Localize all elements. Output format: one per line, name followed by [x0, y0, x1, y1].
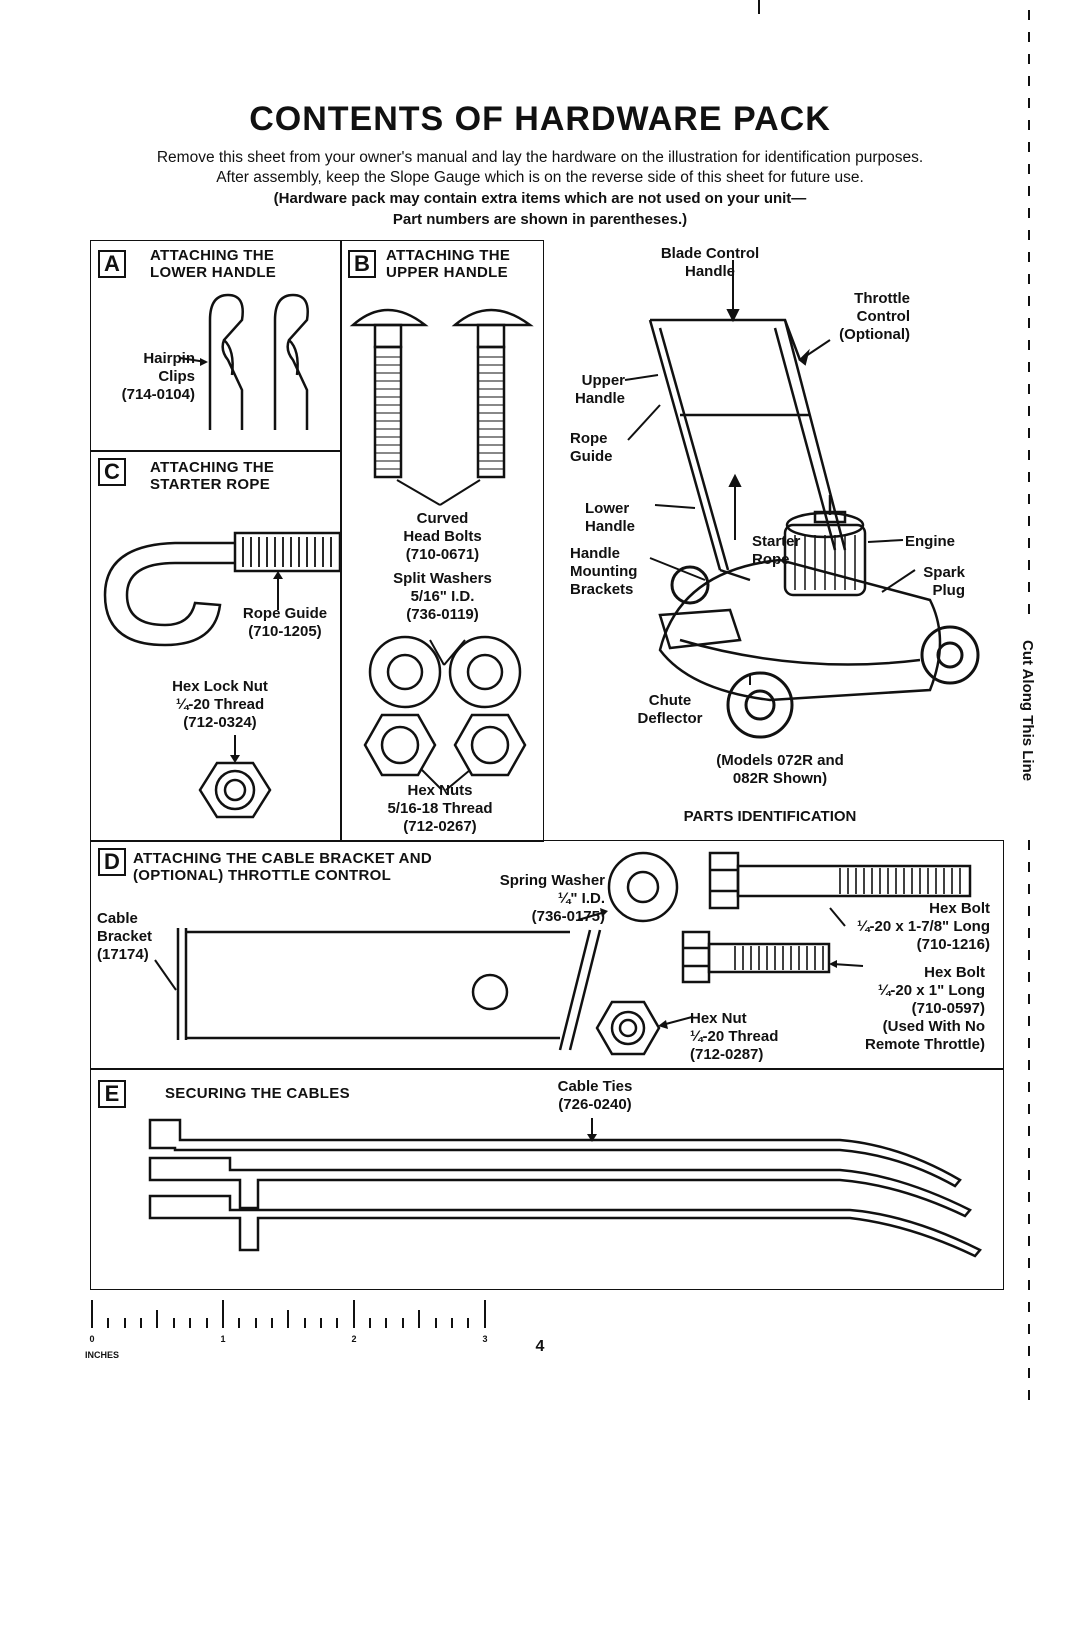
curved-head-bolts-label: Curved Head Bolts (710-0671)	[403, 510, 482, 563]
section-b-title: ATTACHING THE UPPER HANDLE	[386, 247, 511, 281]
page-number: 4	[535, 1338, 545, 1355]
throttle-control-label: Throttle Control (Optional)	[839, 290, 910, 343]
hex-nut-label: Hex Nut ¼-20 Thread (712-0287)	[690, 1010, 779, 1063]
rope-guide-icon	[103, 531, 342, 647]
section-c-title: ATTACHING THE STARTER ROPE	[150, 459, 275, 493]
top-mark	[758, 0, 760, 14]
hex-bolt-short-icon	[681, 930, 864, 984]
section-a-box	[90, 240, 342, 452]
section-d-title: ATTACHING THE CABLE BRACKET AND (OPTIONA…	[133, 850, 433, 884]
spring-washer-label: Spring Washer ¼" I.D. (736-0175)	[499, 872, 605, 925]
lower-handle-label: Lower Handle	[585, 500, 636, 535]
section-e-letter: E	[98, 1080, 126, 1108]
hex-bolt-long-icon	[708, 851, 972, 927]
ruler-tick-1: 1	[220, 1334, 226, 1344]
curved-head-bolts-icon	[349, 308, 534, 506]
intro-line-1: Remove this sheet from your owner's manu…	[156, 149, 924, 166]
models-shown-label: (Models 072R and 082R Shown)	[716, 752, 844, 787]
ruler-tick-3: 3	[482, 1334, 488, 1344]
engine-label: Engine	[905, 533, 956, 550]
cut-line	[1028, 10, 1030, 1400]
section-e-box	[90, 1068, 1004, 1290]
hex-lock-nut-icon	[198, 735, 272, 819]
parts-identification-label: PARTS IDENTIFICATION	[683, 808, 857, 825]
ruler-tick-2: 2	[351, 1334, 357, 1344]
hex-bolt-long-label: Hex Bolt ¼-20 x 1-7/8" Long (710-1216)	[857, 900, 990, 953]
rope-guide-label: Rope Guide (710-1205)	[242, 605, 328, 640]
section-a-title: ATTACHING THE LOWER HANDLE	[150, 247, 277, 281]
section-e-title: SECURING THE CABLES	[165, 1085, 350, 1102]
hex-lock-nut-label: Hex Lock Nut ¼-20 Thread (712-0324)	[172, 678, 268, 731]
lawn-mower-illustration	[624, 260, 980, 739]
intro-line-2: After assembly, keep the Slope Gauge whi…	[216, 169, 864, 186]
cable-ties-label: Cable Ties (726-0240)	[557, 1078, 633, 1113]
chute-deflector-label: Chute Deflector	[637, 692, 703, 727]
cable-ties-icon	[148, 1118, 982, 1258]
cable-bracket-label: Cable Bracket (17174)	[97, 910, 153, 963]
cut-along-line-text: Cut Along This Line	[1019, 640, 1036, 782]
inch-ruler	[90, 1592, 490, 1632]
hairpin-clips-icon	[179, 293, 309, 430]
section-b-letter: B	[348, 250, 376, 278]
hex-nut-icon	[595, 1000, 693, 1056]
page-title: CONTENTS OF HARDWARE PACK	[249, 100, 831, 138]
section-d-letter: D	[98, 848, 126, 876]
hairpin-clips-label: Hairpin Clips	[143, 350, 195, 385]
hex-nuts-icon	[363, 713, 527, 791]
hex-bolt-short-label: Hex Bolt ¼-20 x 1" Long (710-0597) (Used…	[865, 964, 985, 1053]
ruler-unit: INCHES	[85, 1350, 120, 1360]
inch-ruler-ticks	[91, 1300, 486, 1328]
section-c-letter: C	[98, 458, 126, 486]
spring-washer-icon	[577, 851, 679, 923]
section-c-box	[90, 450, 342, 842]
rope-guide-mower-label: Rope Guide	[570, 430, 613, 465]
hex-nuts-label: Hex Nuts 5/16-18 Thread (712-0267)	[387, 782, 493, 835]
section-a-letter: A	[98, 250, 126, 278]
intro-line-3: (Hardware pack may contain extra items w…	[273, 190, 807, 207]
spark-plug-label: Spark Plug	[923, 564, 965, 599]
handle-mounting-label: Handle Mounting Brackets	[570, 545, 638, 598]
split-washers-icon	[368, 635, 522, 709]
cable-bracket-icon	[154, 928, 602, 1051]
intro-line-4: Part numbers are shown in parentheses.)	[392, 211, 688, 228]
blade-control-label: Blade Control Handle	[660, 245, 760, 280]
split-washers-label: Split Washers 5/16" I.D. (736-0119)	[393, 570, 492, 623]
section-d-box	[90, 840, 1004, 1070]
ruler-tick-0: 0	[89, 1334, 95, 1344]
upper-handle-label: Upper Handle	[574, 372, 625, 407]
hairpin-clips-part-no: (714-0104)	[121, 386, 195, 403]
